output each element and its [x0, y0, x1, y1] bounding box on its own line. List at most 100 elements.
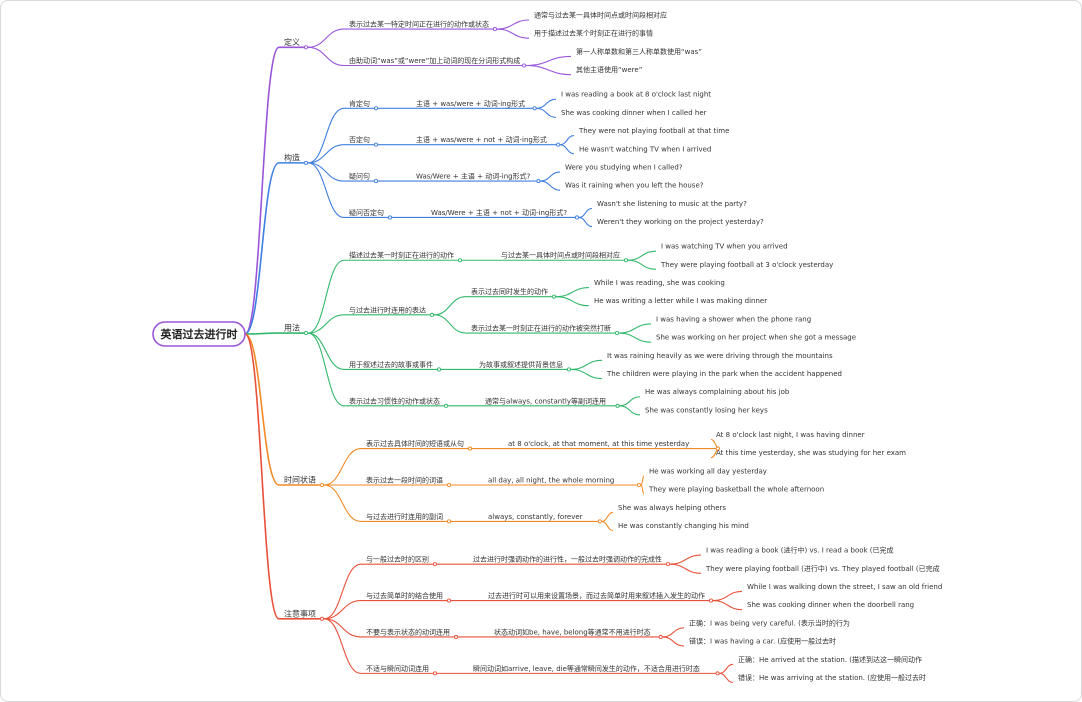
example-node: She was always helping others	[618, 504, 726, 512]
topic-node: 描述过去某一时刻正在进行的动作	[349, 251, 454, 260]
example-node: I was having a shower when the phone ran…	[656, 315, 811, 323]
node-joint	[446, 519, 452, 524]
example-node: I was reading a book (进行中) vs. I read a …	[706, 546, 894, 555]
example-node: At this time yesterday, she was studying…	[716, 449, 906, 457]
example-node: He was working all day yesterday	[649, 467, 767, 475]
branch-label: 用法	[284, 323, 300, 333]
example-node: It was raining heavily as we were drivin…	[607, 352, 833, 360]
edge-4-0	[323, 563, 362, 620]
edge-1-0-0-0	[536, 98, 557, 109]
edge-3-1-0-0	[640, 475, 645, 486]
edge-4-2	[323, 618, 362, 638]
example-node: Wasn't she listening to music at the par…	[597, 200, 747, 208]
example-node: She was cooking dinner when the doorbell…	[747, 601, 914, 609]
topic-node: 表示过去某一特定时间正在进行的动作或状态	[349, 20, 489, 29]
edge-1-0	[307, 107, 345, 164]
example-node: Were you studying when I called?	[565, 163, 683, 171]
edge-3-2-0-1	[601, 520, 614, 532]
node-joint	[566, 367, 572, 372]
edge-2-3	[307, 332, 345, 407]
edge-1-2-0-1	[540, 180, 561, 191]
topic-node: 为故事或叙述提供背景信息	[479, 360, 563, 369]
edge-2-2	[307, 332, 345, 370]
edge-2-1-0-1	[555, 296, 590, 307]
example-node: 其他主语使用“were”	[576, 65, 642, 74]
topic-node: 与过去某一具体时间点或时间段相对应	[501, 251, 620, 260]
example-node: She was working on her project when she …	[656, 334, 856, 342]
edge-0-1-1	[526, 64, 572, 76]
node-joint	[574, 215, 580, 220]
example-node: They were playing basketball the whole a…	[648, 486, 824, 494]
edge-1-1-0-0	[560, 135, 575, 146]
topic-node: 表示过去同时发生的动作	[471, 287, 548, 296]
topic-node: 肯定句	[349, 99, 370, 108]
edge-2-0-0-1	[627, 259, 657, 270]
node-joint	[532, 106, 537, 111]
node-joint	[373, 179, 379, 184]
example-node: They were not playing football at that t…	[578, 127, 729, 135]
node-joint	[453, 634, 459, 640]
example-node: The children were playing in the park wh…	[606, 370, 842, 378]
topic-node: 表示过去具体时间的短语或从句	[366, 439, 464, 448]
topic-node: always, constantly, forever	[488, 513, 583, 521]
topic-node: 用于叙述过去的故事或事件	[349, 360, 433, 369]
example-node: While I was reading, she was cooking	[594, 279, 725, 287]
edge-2-1-1	[433, 314, 467, 334]
node-joint	[319, 482, 325, 488]
edge-3-1-0-1	[640, 484, 645, 495]
node-joint	[432, 562, 438, 567]
branch-label: 构造	[284, 152, 300, 162]
node-joint	[522, 63, 527, 68]
edge-2-3-0-0	[619, 396, 641, 407]
edge-2-2-0-1	[570, 368, 603, 380]
edge-1-1-0-1	[560, 144, 575, 155]
branch-label: 注意事项	[284, 608, 316, 618]
edge-1-2-0-0	[540, 171, 561, 182]
edge-3	[244, 333, 280, 486]
edge-1-3	[307, 162, 345, 219]
example-node: He was always complaining about his job	[645, 388, 790, 396]
node-joint	[615, 403, 620, 408]
edge-4-3-0-0	[719, 663, 734, 674]
topic-node: 疑问句	[349, 172, 370, 181]
example-node: While I was walking down the street, I s…	[747, 583, 942, 591]
example-node: 错误：I was having a car. (应使用一般过去时	[689, 637, 836, 646]
node-joint	[429, 312, 435, 317]
node-joint	[551, 294, 557, 299]
branch-label: 定义	[284, 37, 300, 47]
node-joint	[715, 446, 720, 451]
edge-0-1-0	[526, 55, 572, 67]
edge-2-1-0-0	[555, 286, 590, 298]
example-node: They were playing football (进行中) vs. The…	[705, 564, 940, 573]
edge-4-1-0-1	[712, 600, 743, 611]
node-joint	[614, 330, 620, 336]
edge-2-0-0-0	[627, 250, 657, 261]
edge-4-0-0-1	[669, 563, 702, 574]
topic-node: 主语 + was/were + not + 动词-ing形式	[416, 135, 547, 144]
node-joint	[319, 616, 325, 621]
node-joint	[432, 671, 438, 676]
topic-node: 否定句	[349, 135, 370, 144]
example-node: At 8 o'clock last night, I was having di…	[716, 431, 865, 439]
node-joint	[665, 562, 671, 567]
edge-4-3-0-1	[719, 672, 734, 684]
edge-4-1-0-0	[712, 590, 743, 602]
topic-node: 表示过去一段时间的词语	[366, 476, 443, 485]
edge-0-0	[307, 28, 345, 48]
node-joint	[387, 215, 393, 220]
example-node: 通常与过去某一具体时间点或时间段相对应	[534, 11, 667, 20]
node-joint	[492, 27, 498, 32]
topic-node: 通常与always, constantly等副词连用	[485, 396, 606, 405]
node-joint	[303, 45, 309, 50]
edge-1-3-0-1	[578, 216, 593, 228]
example-node: Weren't they working on the project yest…	[597, 218, 764, 226]
topic-node: 与过去进行时连用的副词	[366, 512, 443, 521]
example-node: He wasn't watching TV when I arrived	[579, 145, 711, 153]
example-node: 错误：He was arriving at the station. (应使用一…	[738, 673, 926, 682]
topic-node: 主语 + was/were + 动词-ing形式	[416, 99, 525, 108]
edge-0	[244, 46, 280, 335]
edge-4-0-0-0	[669, 554, 702, 565]
node-joint	[597, 519, 602, 524]
